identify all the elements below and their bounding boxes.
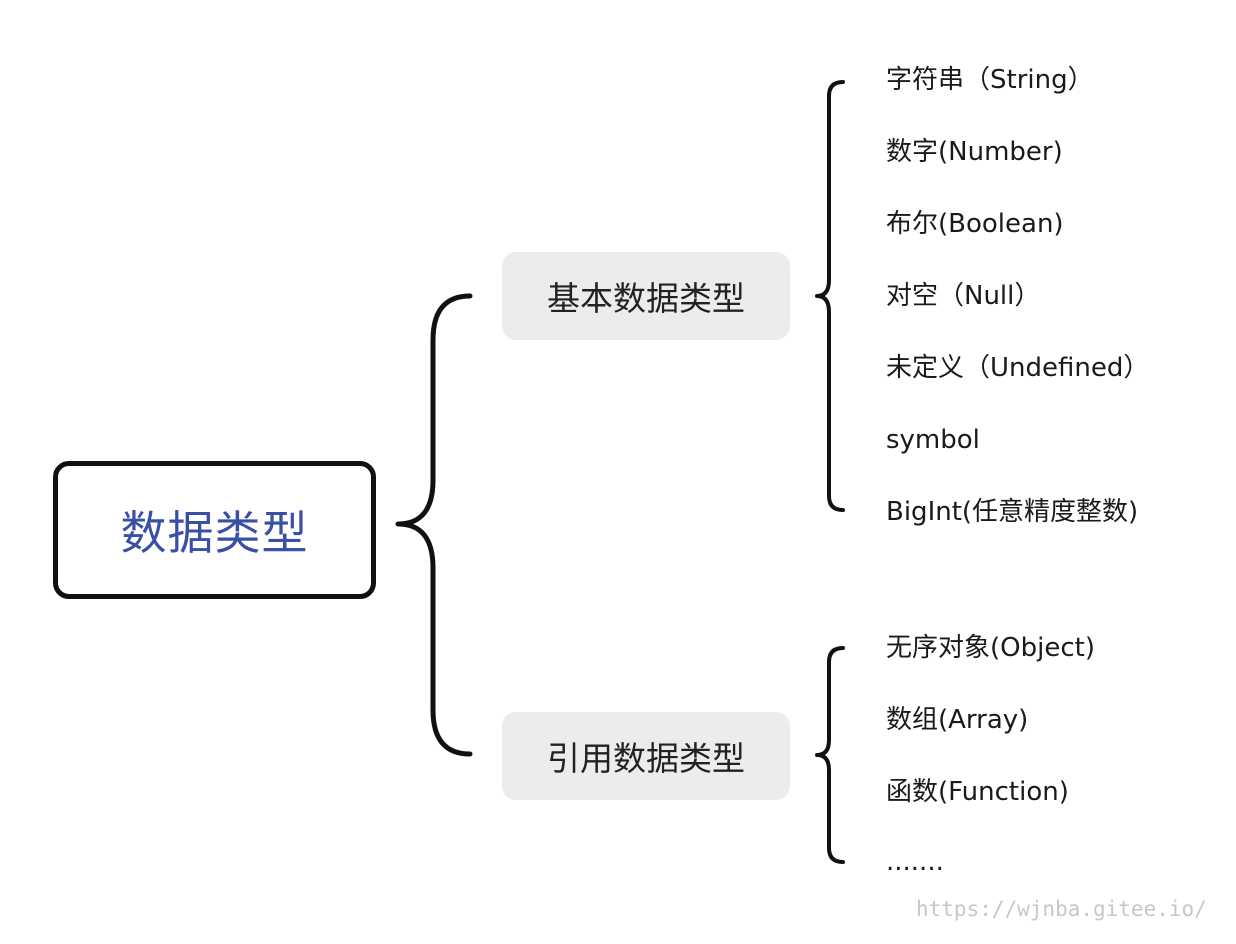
leaf-ellipsis: ....... <box>886 847 944 877</box>
category-label-basic: 基本数据类型 <box>547 279 745 318</box>
leaf-null: 对空（Null） <box>886 281 1041 311</box>
leaf-array: 数组(Array) <box>886 705 1029 735</box>
leaf-string: 字符串（String） <box>886 65 1094 95</box>
watermark-url: https://wjnba.gitee.io/ <box>916 897 1207 921</box>
leaf-bigint: BigInt(任意精度整数) <box>886 497 1139 527</box>
basic-brace <box>815 80 845 512</box>
root-node-label: 数据类型 <box>120 506 309 560</box>
root-node-data-types: 数据类型 <box>53 461 376 599</box>
category-label-reference: 引用数据类型 <box>547 739 745 778</box>
leaf-undefined: 未定义（Undefined） <box>886 353 1150 383</box>
category-node-reference: 引用数据类型 <box>502 712 790 800</box>
category-node-basic: 基本数据类型 <box>502 252 790 340</box>
reference-brace <box>815 646 845 864</box>
leaf-boolean: 布尔(Boolean) <box>886 209 1064 239</box>
leaf-symbol: symbol <box>886 425 980 455</box>
leaf-object: 无序对象(Object) <box>886 633 1095 663</box>
leaf-number: 数字(Number) <box>886 137 1063 167</box>
leaf-function: 函数(Function) <box>886 777 1069 807</box>
root-brace <box>395 293 473 757</box>
